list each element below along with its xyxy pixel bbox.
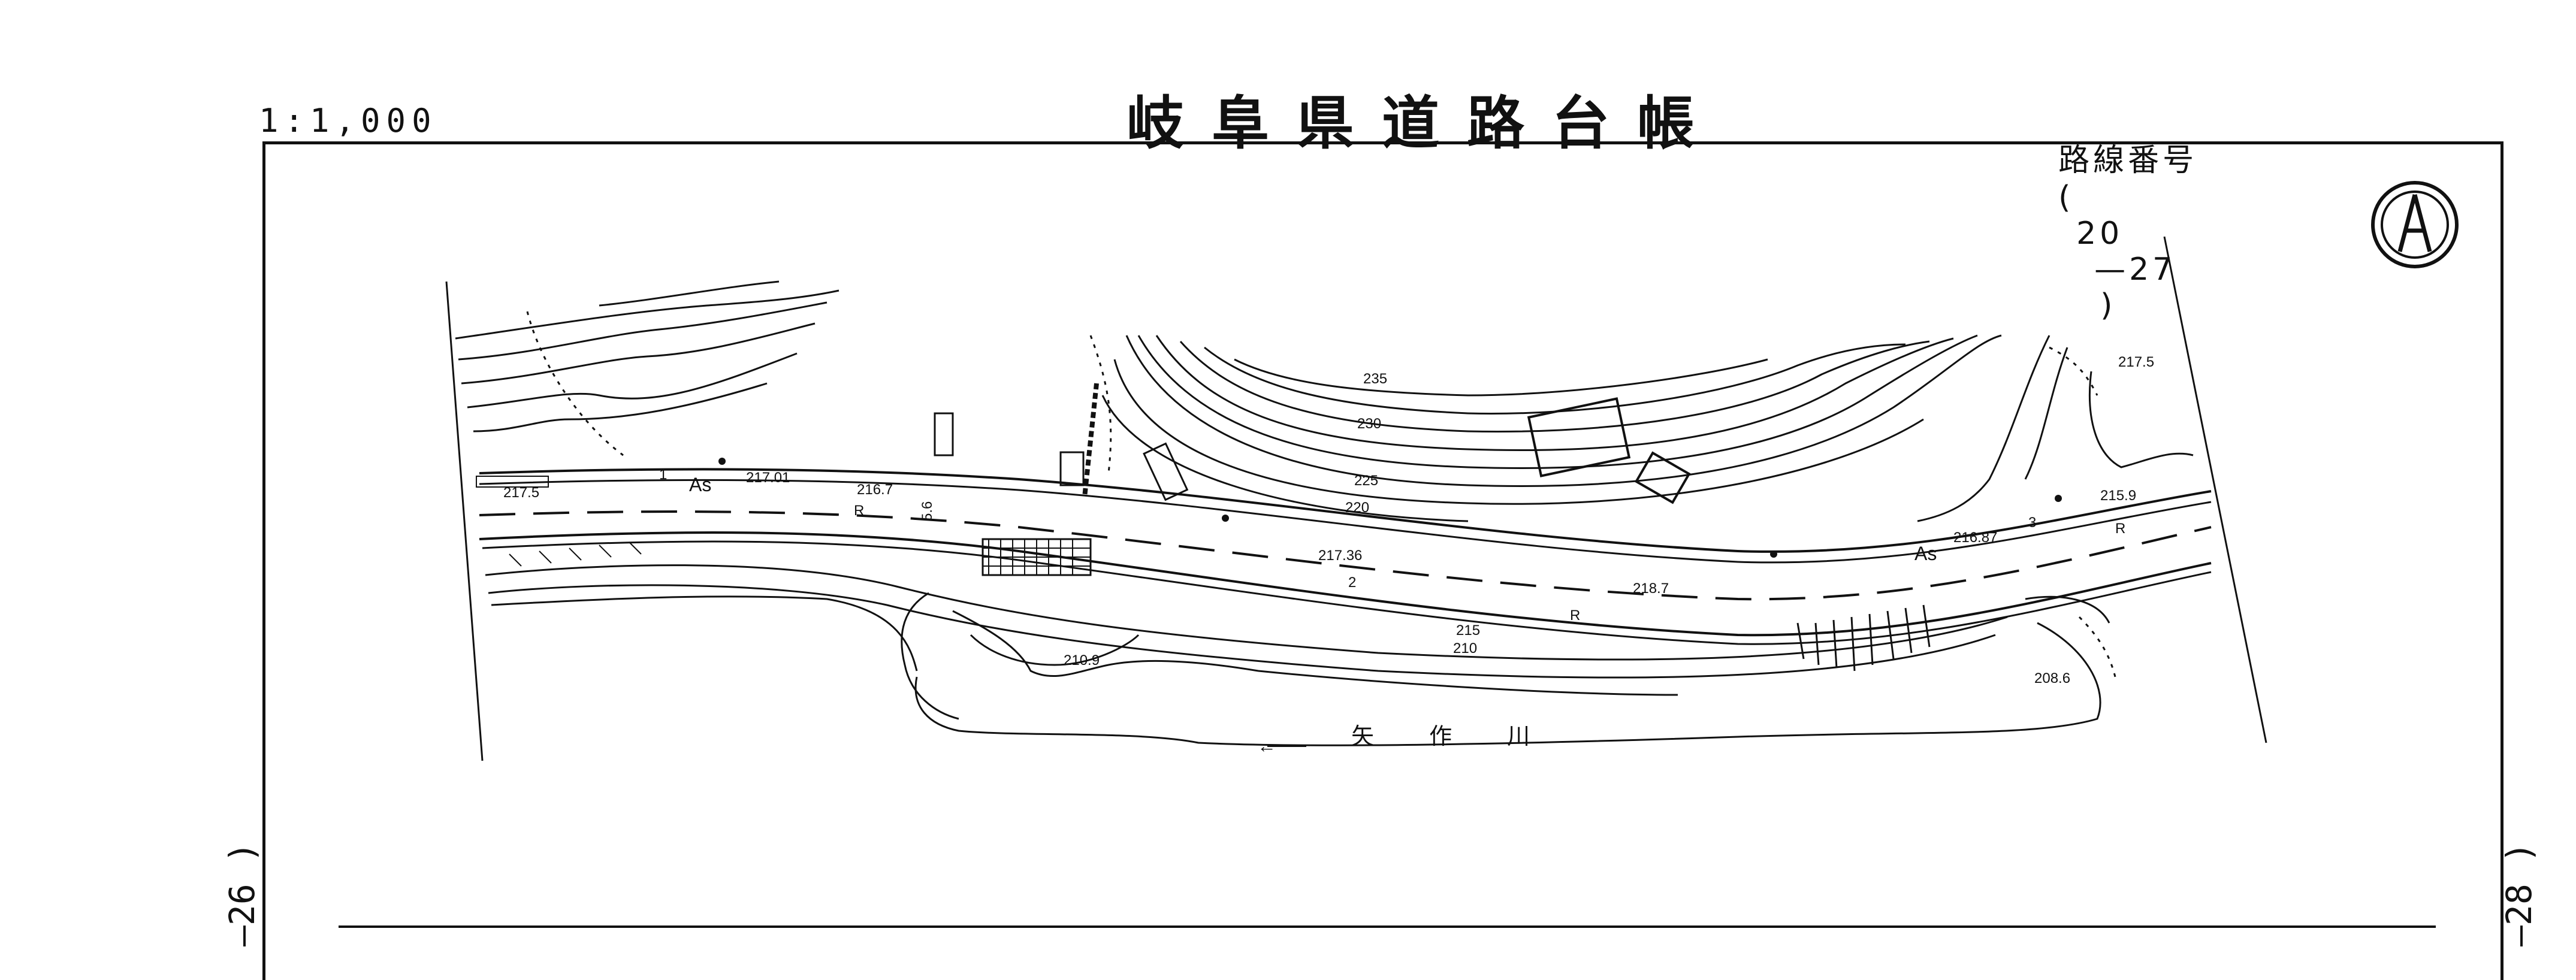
contour-label-3: 220 bbox=[1345, 500, 1369, 516]
elevation-4: 218.7 bbox=[1633, 580, 1669, 597]
route-number: 20 bbox=[2076, 216, 2124, 252]
contour-line bbox=[467, 352, 798, 409]
river-name: 矢 作 川 bbox=[1351, 723, 1554, 749]
route-sheet-number: —27 bbox=[2094, 252, 2176, 288]
contour-line bbox=[1137, 334, 1978, 469]
elevation-2: 216.7 bbox=[857, 482, 893, 498]
contour-line bbox=[1101, 395, 1469, 522]
route-close-paren: ) bbox=[2100, 288, 2116, 323]
road-edge-lower-2 bbox=[482, 540, 2212, 645]
boundary-dotted bbox=[2078, 616, 2116, 677]
road-map: 235 230 225 220 215 210 217.5 217.01 216… bbox=[445, 181, 2459, 761]
contour-label-2: 225 bbox=[1354, 473, 1378, 489]
road-surface-label-0: As bbox=[689, 474, 711, 495]
page-title: 岐阜県道路台帳 bbox=[1127, 90, 1722, 157]
contour-line bbox=[1113, 359, 1924, 505]
road-edge-upper-2 bbox=[479, 479, 2212, 564]
route-number-group: 路線番号 ( 20 —27 ) bbox=[2031, 99, 2197, 323]
elevation-7: 217.5 bbox=[2118, 354, 2154, 370]
map-frame bbox=[262, 141, 2503, 980]
contour-line bbox=[952, 610, 1678, 696]
contour-line bbox=[2025, 595, 2110, 624]
elevation-1: 217.01 bbox=[746, 470, 790, 486]
embankment-label-0: R bbox=[854, 503, 864, 519]
building bbox=[1527, 397, 1631, 477]
sheet-boundary-right bbox=[2163, 236, 2267, 743]
contour-line bbox=[599, 280, 780, 307]
contour-line bbox=[970, 634, 1140, 666]
road-width-label: 5.6 bbox=[919, 501, 935, 521]
bottom-rule bbox=[339, 925, 2436, 928]
contour-line bbox=[455, 289, 839, 340]
sheet-boundary-left bbox=[445, 281, 484, 761]
river-shoreline bbox=[914, 622, 2101, 746]
triangulation-point bbox=[1770, 551, 1777, 558]
contour-line bbox=[458, 301, 828, 361]
elevation-8: 210.9 bbox=[1064, 652, 1100, 669]
utility-pole-line bbox=[1082, 383, 1099, 498]
contour-line bbox=[485, 564, 2008, 661]
route-open-paren: ( bbox=[2058, 180, 2074, 216]
contour-label-5: 210 bbox=[1453, 640, 1477, 657]
river-flow-arrow-icon: ← bbox=[1257, 735, 1276, 757]
contour-line bbox=[488, 584, 1996, 679]
elevation-9: 208.6 bbox=[2034, 670, 2070, 686]
elevation-6: 215.9 bbox=[2100, 488, 2136, 504]
river-shoreline bbox=[901, 592, 959, 720]
station-number-0: 1 bbox=[659, 467, 667, 483]
contour-label-4: 215 bbox=[1456, 622, 1480, 639]
road-edge-upper bbox=[479, 468, 2212, 553]
contour-line bbox=[2089, 371, 2194, 468]
embankment-label-1: R bbox=[1570, 607, 1580, 624]
station-number-1: 2 bbox=[1348, 574, 1356, 591]
embankment-label-2: R bbox=[2115, 521, 2125, 537]
building bbox=[1634, 451, 1691, 504]
contour-label-1: 230 bbox=[1357, 416, 1381, 432]
contour-line bbox=[473, 382, 768, 432]
contour-line bbox=[1179, 340, 1930, 432]
embankment-hatch bbox=[1796, 604, 1931, 672]
triangulation-point bbox=[1222, 515, 1229, 522]
triangulation-point bbox=[2055, 495, 2062, 502]
markers bbox=[718, 458, 2062, 558]
map-scale: 1:1,000 bbox=[259, 102, 437, 140]
bridge-hatch bbox=[476, 476, 549, 488]
building bbox=[1143, 442, 1189, 501]
contour-line bbox=[1234, 358, 1768, 397]
boundary-dotted bbox=[1089, 335, 1112, 474]
shrine-gate bbox=[934, 412, 954, 456]
elevation-0: 217.5 bbox=[503, 485, 539, 501]
embankment-hatch bbox=[509, 542, 642, 567]
contour-label-0: 235 bbox=[1363, 371, 1387, 387]
elevation-3: 217.36 bbox=[1318, 548, 1362, 564]
route-label: 路線番号 bbox=[2058, 143, 2198, 179]
triangulation-point bbox=[718, 458, 726, 465]
contour-line bbox=[1204, 343, 1906, 415]
contour-line bbox=[461, 322, 816, 385]
contour-line bbox=[2024, 347, 2068, 480]
road-surface-label-1: As bbox=[1914, 543, 1937, 564]
contour-line bbox=[1125, 334, 2002, 487]
station-number-2: 3 bbox=[2028, 515, 2036, 531]
road-edge-lower bbox=[479, 531, 2212, 637]
north-arrow-icon bbox=[2371, 181, 2459, 268]
contour-line bbox=[1917, 335, 2050, 522]
boundary-dotted bbox=[526, 311, 624, 456]
contour-line bbox=[491, 595, 918, 672]
contour-line bbox=[1155, 335, 1954, 451]
building bbox=[1059, 451, 1085, 486]
road-centerline bbox=[479, 510, 2212, 601]
elevation-5: 216.87 bbox=[1953, 530, 1997, 546]
